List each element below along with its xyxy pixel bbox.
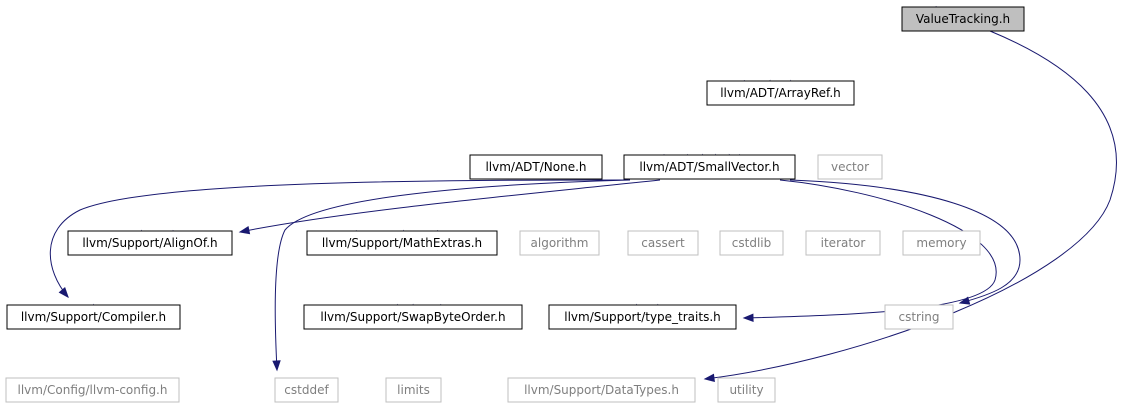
node-mathextras[interactable]: llvm/Support/MathExtras.h [306, 230, 498, 256]
node-box [901, 6, 1025, 32]
node-box [706, 80, 855, 106]
node-arrayref[interactable]: llvm/ADT/ArrayRef.h [706, 80, 855, 106]
node-label: llvm/Support/type_traits.h [564, 310, 721, 324]
node-label: llvm/Config/llvm-config.h [18, 383, 168, 397]
node-label: llvm/Support/DataTypes.h [524, 383, 679, 397]
node-label: iterator [821, 236, 866, 250]
node-box [385, 377, 442, 403]
node-label: ValueTracking.h [916, 12, 1010, 26]
node-box [519, 230, 600, 256]
node-vector: vector [817, 154, 883, 180]
edge-valuetracking-to-datatypes [703, 30, 1117, 383]
node-cstring: cstring [884, 304, 954, 330]
node-label: vector [831, 160, 869, 174]
node-box [5, 377, 180, 403]
node-algorithm: algorithm [519, 230, 600, 256]
edge-smallvector-to-cstddef [272, 179, 631, 372]
node-compiler[interactable]: llvm/Support/Compiler.h [6, 304, 181, 330]
node-label: cassert [641, 236, 685, 250]
node-datatypes: llvm/Support/DataTypes.h [507, 377, 696, 403]
node-box [6, 304, 181, 330]
node-box [623, 154, 796, 180]
node-label: algorithm [531, 236, 589, 250]
node-label: cstdlib [732, 236, 771, 250]
node-label: llvm/ADT/None.h [485, 160, 586, 174]
edge-smallvector-to-compiler [49, 179, 629, 299]
node-llvmconfig: llvm/Config/llvm-config.h [5, 377, 180, 403]
node-box [67, 230, 233, 256]
node-label: utility [729, 383, 763, 397]
node-smallvector[interactable]: llvm/ADT/SmallVector.h [623, 154, 796, 180]
node-box [627, 230, 699, 256]
node-none[interactable]: llvm/ADT/None.h [469, 154, 603, 180]
node-box [717, 377, 776, 403]
node-label: llvm/Support/MathExtras.h [322, 236, 482, 250]
node-label: cstddef [284, 383, 329, 397]
node-label: limits [397, 383, 430, 397]
node-box [469, 154, 603, 180]
node-label: llvm/Support/AlignOf.h [82, 236, 217, 250]
edge-smallvector-to-alignof [238, 179, 661, 235]
node-box [306, 230, 498, 256]
node-limits: limits [385, 377, 442, 403]
node-typetraits[interactable]: llvm/Support/type_traits.h [548, 304, 737, 330]
node-box [274, 377, 339, 403]
node-box [719, 230, 784, 256]
node-alignof[interactable]: llvm/Support/AlignOf.h [67, 230, 233, 256]
node-box [902, 230, 981, 256]
node-label: llvm/Support/SwapByteOrder.h [320, 310, 505, 324]
node-valuetracking[interactable]: ValueTracking.h [901, 6, 1025, 32]
node-box [303, 304, 523, 330]
node-swapbyteorder[interactable]: llvm/Support/SwapByteOrder.h [303, 304, 523, 330]
node-utility: utility [717, 377, 776, 403]
node-label: cstring [898, 310, 939, 324]
node-label: llvm/ADT/SmallVector.h [639, 160, 779, 174]
node-cassert: cassert [627, 230, 699, 256]
graph-nodes: ValueTracking.h llvm/ADT/ArrayRef.h llvm/A… [5, 6, 1025, 403]
node-cstdlib: cstdlib [719, 230, 784, 256]
edge-smallvector-to-typetraits [742, 179, 997, 322]
node-box [548, 304, 737, 330]
node-cstddef: cstddef [274, 377, 339, 403]
node-label: llvm/Support/Compiler.h [21, 310, 166, 324]
node-box [817, 154, 883, 180]
node-iterator: iterator [805, 230, 881, 256]
node-memory: memory [902, 230, 981, 256]
node-box [507, 377, 696, 403]
node-label: memory [916, 236, 966, 250]
node-box [884, 304, 954, 330]
node-label: llvm/ADT/ArrayRef.h [720, 86, 841, 100]
edge-smallvector-to-cstring [789, 179, 1021, 305]
node-box [805, 230, 881, 256]
